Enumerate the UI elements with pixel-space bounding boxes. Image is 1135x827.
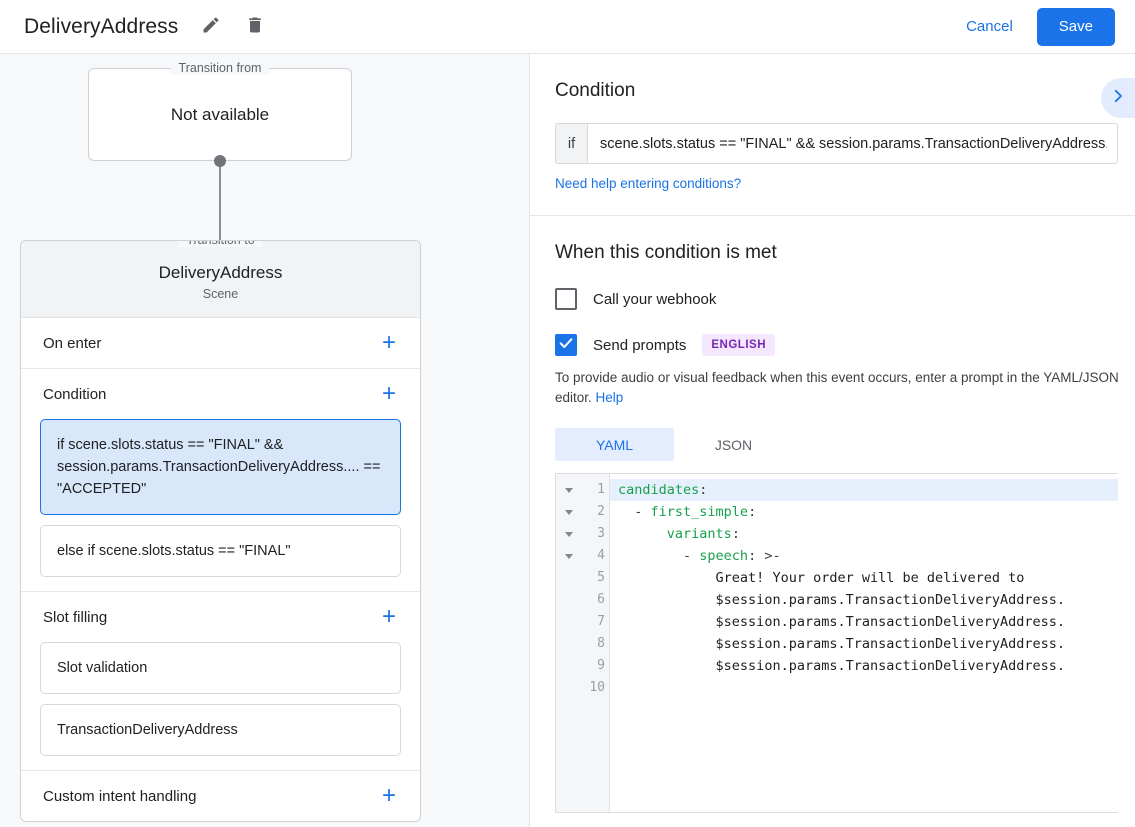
save-button[interactable]: Save [1036,7,1115,46]
section-on-enter: On enter + [21,318,420,369]
condition-block: Condition if Need help entering conditio… [530,54,1135,216]
transition-from-card[interactable]: Transition from Not available [88,61,352,161]
condition-input-row[interactable]: if [555,123,1118,164]
section-header-on-enter[interactable]: On enter + [21,318,420,368]
condition-expression-input[interactable] [588,124,1117,163]
slot-filling-chip-list: Slot validation TransactionDeliveryAddre… [21,642,420,770]
delete-button[interactable] [238,10,272,44]
section-divider [530,215,1135,216]
line-number: 8 [597,636,605,651]
line-number: 3 [597,526,605,541]
add-slot-filling-button[interactable]: + [381,603,396,630]
code-line: $session.params.TransactionDeliveryAddre… [715,614,1066,630]
call-webhook-checkbox[interactable] [555,288,577,310]
line-number: 10 [589,680,605,695]
condition-help-link[interactable]: Need help entering conditions? [555,176,742,191]
transition-from-value: Not available [170,104,270,124]
line-number: 7 [597,614,605,629]
code-line: - speech: >- [683,548,781,564]
top-app-bar: DeliveryAddress Cancel Save [0,0,1135,54]
call-webhook-label: Call your webhook [593,290,717,308]
line-number: 1 [597,482,605,497]
section-slot-filling: Slot filling + Slot validation Transacti… [21,592,420,771]
section-header-custom-intent-handling[interactable]: Custom intent handling + [21,771,420,821]
line-number: 9 [597,658,605,673]
fold-toggle-icon[interactable] [556,501,582,523]
fold-toggle-icon[interactable] [556,479,582,501]
slot-validation-chip[interactable]: Slot validation [40,642,401,694]
add-custom-intent-button[interactable]: + [381,782,396,809]
line-number: 2 [597,504,605,519]
scene-header[interactable]: DeliveryAddress Scene [21,241,420,318]
scene-type: Scene [202,287,239,301]
prompts-helper-text: To provide audio or visual feedback when… [555,368,1120,408]
section-title-custom-intent-handling: Custom intent handling [43,787,197,805]
check-icon [558,335,574,356]
section-title-on-enter: On enter [43,334,102,352]
prompts-helper-sentence: To provide audio or visual feedback when… [555,370,1119,405]
trash-icon [245,15,265,38]
line-number: 6 [597,592,605,607]
code-fold-column [556,474,582,812]
transition-to-legend: Transition to [178,241,263,247]
section-custom-intent-handling: Custom intent handling + [21,771,420,821]
tab-json[interactable]: JSON [714,436,753,453]
code-line: variants: [666,526,740,542]
code-line: $session.params.TransactionDeliveryAddre… [715,592,1066,608]
fold-toggle-icon[interactable] [556,545,582,567]
add-on-enter-button[interactable]: + [381,329,396,356]
code-line: $session.params.TransactionDeliveryAddre… [715,636,1066,652]
page-body: Transition from Not available Transition… [0,54,1135,827]
condition-chip-list: if scene.slots.status == "FINAL" && sess… [21,419,420,591]
section-header-condition[interactable]: Condition + [21,369,420,419]
add-condition-button[interactable]: + [381,380,396,407]
code-line: candidates: [610,479,1118,501]
right-detail-panel: Condition if Need help entering conditio… [530,54,1135,827]
webhook-row[interactable]: Call your webhook [555,288,1135,310]
chevron-right-icon [1109,87,1127,110]
section-title-slot-filling: Slot filling [43,608,108,626]
slot-chip-transaction-delivery-address[interactable]: TransactionDeliveryAddress [40,704,401,756]
section-header-slot-filling[interactable]: Slot filling + [21,592,420,642]
code-line: Great! Your order will be delivered to [715,570,1025,586]
when-met-heading: When this condition is met [555,242,777,263]
line-number: 4 [597,548,605,563]
code-line-number-gutter: 1 2 3 4 5 6 7 8 9 10 [582,474,610,812]
send-prompts-label: Send prompts [593,336,687,354]
send-prompts-row[interactable]: Send prompts ENGLISH [555,334,1135,356]
transition-to-card: Transition to DeliveryAddress Scene On e… [20,240,421,822]
edit-title-button[interactable] [194,10,228,44]
cancel-button[interactable]: Cancel [954,10,1025,43]
editor-format-tabs: YAML JSON [555,428,1135,461]
page-title: DeliveryAddress [24,14,179,38]
yaml-code-editor[interactable]: 1 2 3 4 5 6 7 8 9 10 candidates: - first… [555,473,1118,813]
code-line: - first_simple: [634,504,757,520]
line-number: 5 [597,570,605,585]
language-badge: ENGLISH [702,334,776,356]
scene-name: DeliveryAddress [158,263,283,282]
condition-heading: Condition [555,80,636,101]
fold-toggle-icon[interactable] [556,523,582,545]
condition-chip-selected[interactable]: if scene.slots.status == "FINAL" && sess… [40,419,401,515]
left-graph-panel: Transition from Not available Transition… [0,54,530,827]
code-content-area[interactable]: candidates: - first_simple: variants: - … [610,474,1118,812]
condition-if-label: if [556,124,588,163]
condition-chip[interactable]: else if scene.slots.status == "FINAL" [40,525,401,577]
code-line: $session.params.TransactionDeliveryAddre… [715,658,1066,674]
when-condition-met-block: When this condition is met Call your web… [530,216,1135,813]
prompts-help-link[interactable]: Help [595,390,624,405]
expand-panel-button[interactable] [1101,78,1135,118]
code-line [610,677,1118,699]
tab-yaml[interactable]: YAML [555,428,674,461]
transition-from-legend: Transition from [170,61,270,75]
send-prompts-checkbox[interactable] [555,334,577,356]
section-condition: Condition + if scene.slots.status == "FI… [21,369,420,592]
section-title-condition: Condition [43,385,107,403]
pencil-icon [201,15,221,38]
